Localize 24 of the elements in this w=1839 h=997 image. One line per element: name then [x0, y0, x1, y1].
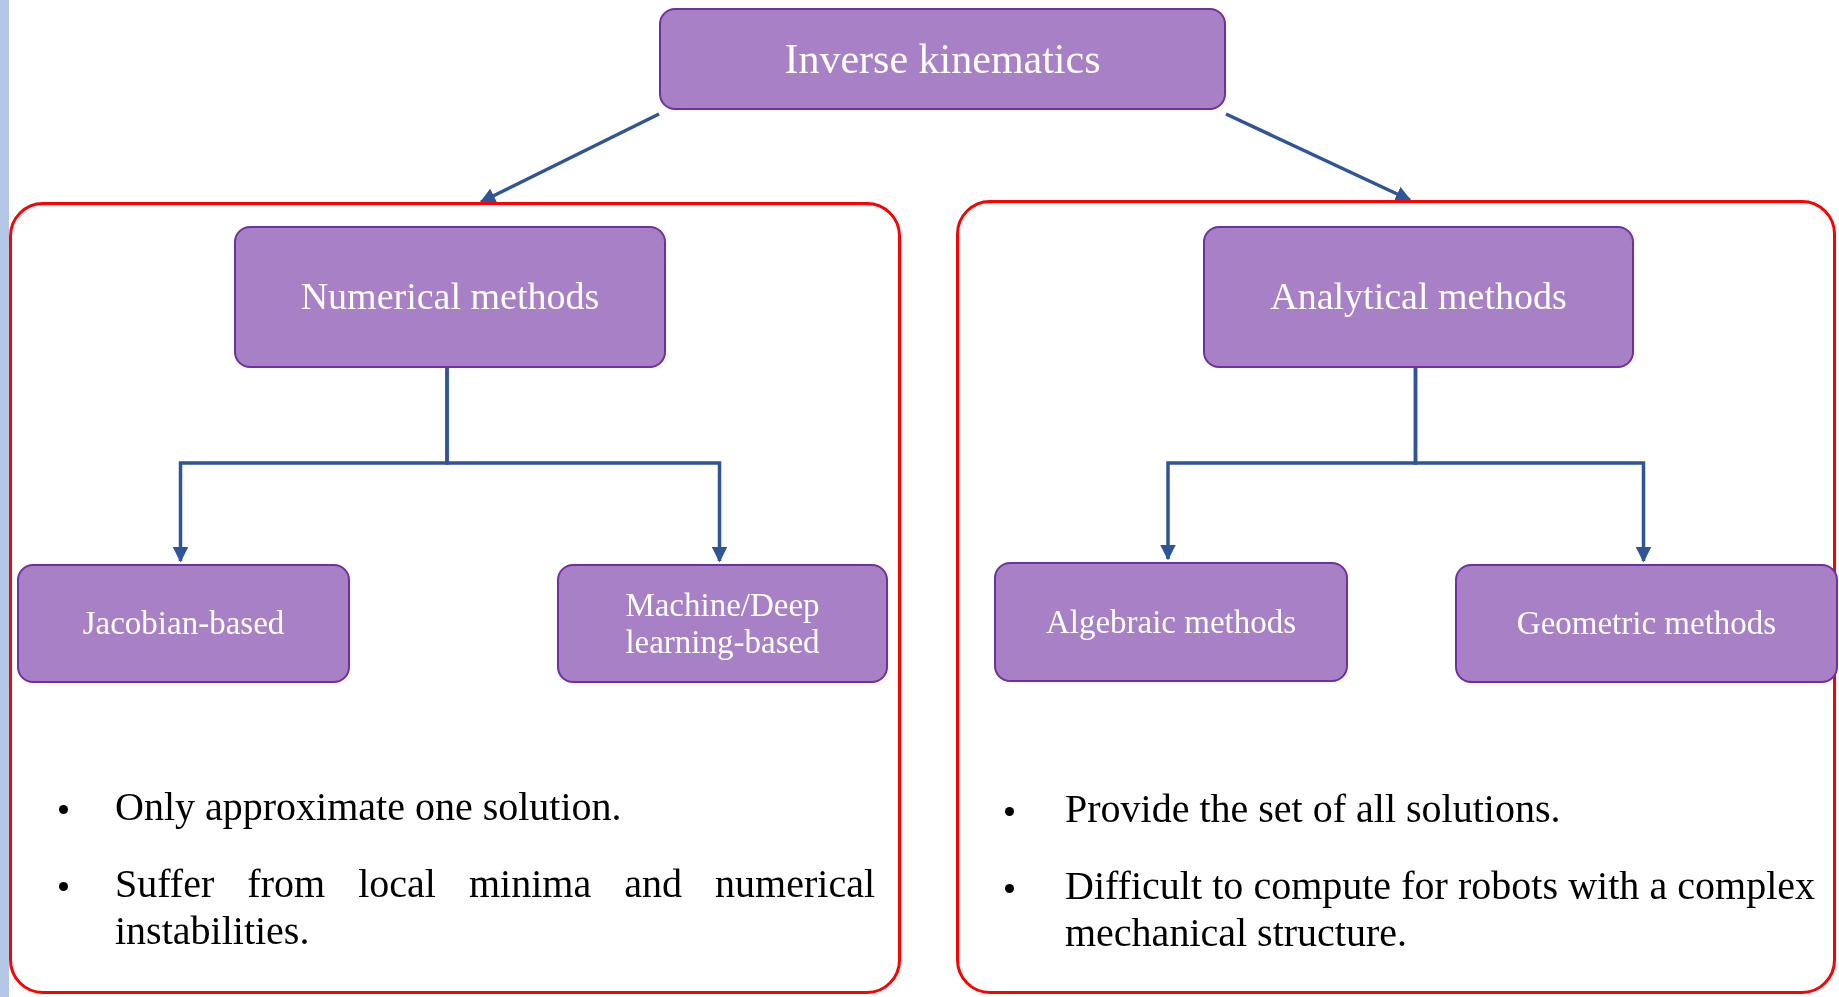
method-box — [17, 564, 350, 683]
category-box — [1203, 226, 1634, 368]
method-box — [1455, 564, 1838, 683]
method-box — [994, 562, 1348, 682]
arrow — [445, 365, 728, 563]
group-frame — [956, 200, 1836, 994]
box-label: Machine/Deep learning-based — [624, 587, 821, 660]
category-box — [234, 226, 666, 368]
method-box — [557, 564, 888, 683]
root-box — [659, 8, 1226, 110]
box-label: Algebraic methods — [1045, 603, 1297, 641]
box-label: Analytical methods — [1270, 276, 1567, 318]
bullet-text: Only approximate one solution. — [115, 784, 622, 829]
box-label: Jacobian-based — [82, 605, 285, 642]
bullet-text: Difficult to compute for robots with a complex mechanical structure. — [1065, 863, 1815, 956]
bullet-text: Provide the set of all solutions. — [1065, 786, 1561, 831]
box-label: Inverse kinematics — [784, 35, 1101, 83]
arrow — [1413, 365, 1652, 563]
group-frame — [9, 202, 901, 994]
box-label: Geometric methods — [1516, 605, 1777, 642]
bullet-text: Suffer from local minima and numerical instabilities. — [115, 861, 875, 954]
arrow — [479, 112, 660, 204]
arrow — [1225, 112, 1412, 202]
box-label: Numerical methods — [300, 276, 600, 318]
